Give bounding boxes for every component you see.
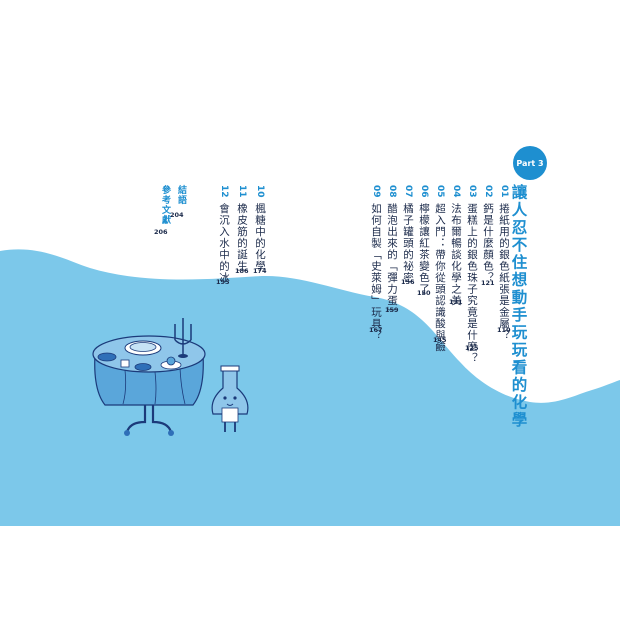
toc-entry-08[interactable]: 08 醋泡出來的「彈力蛋」 <box>384 185 400 318</box>
chapter-page-05: 145 <box>433 336 447 344</box>
part-badge: Part 3 <box>513 146 547 180</box>
back-matter-page-references: 206 <box>154 228 168 236</box>
chapter-page-06: 150 <box>417 289 431 297</box>
chapter-page-12: 195 <box>216 278 230 286</box>
chapter-page-09: 167 <box>369 326 383 334</box>
chapter-page-07: 156 <box>401 278 415 286</box>
chapter-page-11: 186 <box>235 267 249 275</box>
chapter-title: 捲紙用的銀色紙張是金屬？ <box>498 202 510 341</box>
chapter-title: 會沉入水中的冰 <box>218 202 230 284</box>
chapter-page-01: 110 <box>497 326 511 334</box>
toc-entry-epilogue[interactable]: 結語 <box>173 185 189 205</box>
candelabra-base <box>178 354 188 358</box>
chapter-number: 08 <box>387 185 397 198</box>
flask-character-eye <box>233 396 237 400</box>
toc-entry-10[interactable]: 10 楓糖中的化學 <box>252 185 268 272</box>
toc-entry-09[interactable]: 09 如何自製「史萊姆」玩具？ <box>368 185 384 341</box>
flask-character-neck <box>220 365 240 372</box>
chapter-page-10: 174 <box>253 267 267 275</box>
chapter-title: 法布爾暢談化學之美 <box>450 202 462 307</box>
toc-entry-11[interactable]: 11 橡皮筋的誕生 <box>234 185 250 272</box>
chapter-title: 如何自製「史萊姆」玩具？ <box>370 202 382 341</box>
table-leg <box>125 405 173 433</box>
toc-entry-03[interactable]: 03 蛋糕上的銀色珠子究竟是什麼？ <box>464 185 480 364</box>
flask-character-apron <box>221 407 239 423</box>
chapter-number: 07 <box>403 185 413 198</box>
chapter-number: 11 <box>237 185 247 198</box>
toc-entry-06[interactable]: 06 檸檬讓紅茶變色了 <box>416 185 432 295</box>
chapter-title: 鈣是什麼顏色？ <box>482 202 494 284</box>
toc-entry-02[interactable]: 02 鈣是什麼顏色？ <box>480 185 496 283</box>
chapter-number: 04 <box>451 185 461 198</box>
tea-party-illustration-icon <box>92 318 249 436</box>
cup <box>120 359 130 368</box>
table-foot <box>124 430 130 436</box>
chapter-number: 02 <box>483 185 493 198</box>
plate <box>97 352 117 362</box>
chapter-page-04: 131 <box>449 298 463 306</box>
chapter-number: 01 <box>499 185 509 198</box>
chapter-page-08: 159 <box>385 306 399 314</box>
toc-entry-07[interactable]: 07 橘子罐頭的祕密 <box>400 185 416 283</box>
part-title: 讓人忍不住想動手玩玩看的化學 <box>509 184 528 429</box>
chapter-page-02: 121 <box>481 279 495 287</box>
chapter-title: 醋泡出來的「彈力蛋」 <box>386 202 398 318</box>
chapter-number: 05 <box>435 185 445 198</box>
toc-entry-01[interactable]: 01 捲紙用的銀色紙張是金屬？ <box>496 185 512 341</box>
chapter-title: 蛋糕上的銀色珠子究竟是什麼？ <box>466 202 478 364</box>
flask-character-mouth <box>226 403 234 406</box>
chapter-title: 超入門：帶你從頭認識酸與鹼 <box>434 202 446 353</box>
wave-shape <box>0 249 620 527</box>
chapter-number: 12 <box>219 185 229 198</box>
chapter-title: 橘子罐頭的祕密 <box>402 202 414 284</box>
flask-character-legs <box>224 422 236 432</box>
candelabra <box>174 318 192 355</box>
flask-character-eye <box>223 396 227 400</box>
chapter-number: 06 <box>419 185 429 198</box>
teacup <box>134 363 152 371</box>
toc-entry-04[interactable]: 04 法布爾暢談化學之美 <box>448 185 464 306</box>
toc-entry-05[interactable]: 05 超入門：帶你從頭認識酸與鹼 <box>432 185 448 352</box>
back-matter-title: 參考文獻 <box>160 185 170 225</box>
toc-entry-12[interactable]: 12 會沉入水中的冰 <box>216 185 232 283</box>
pie <box>129 342 157 352</box>
chapter-number: 09 <box>371 185 381 198</box>
toc-entry-references[interactable]: 參考文獻 <box>157 185 173 225</box>
back-matter-title: 結語 <box>176 185 186 205</box>
chapter-number: 03 <box>467 185 477 198</box>
chapter-title: 楓糖中的化學 <box>254 202 266 272</box>
cake <box>166 356 176 366</box>
chapter-page-03: 125 <box>465 344 479 352</box>
table-skirt-fold <box>122 367 186 405</box>
chapter-title: 橡皮筋的誕生 <box>236 202 248 272</box>
back-matter-page-epilogue: 204 <box>170 211 184 219</box>
chapter-number: 10 <box>255 185 265 198</box>
flask-character-body <box>211 369 249 415</box>
table-foot <box>168 430 174 436</box>
chapter-title: 檸檬讓紅茶變色了 <box>418 202 430 295</box>
